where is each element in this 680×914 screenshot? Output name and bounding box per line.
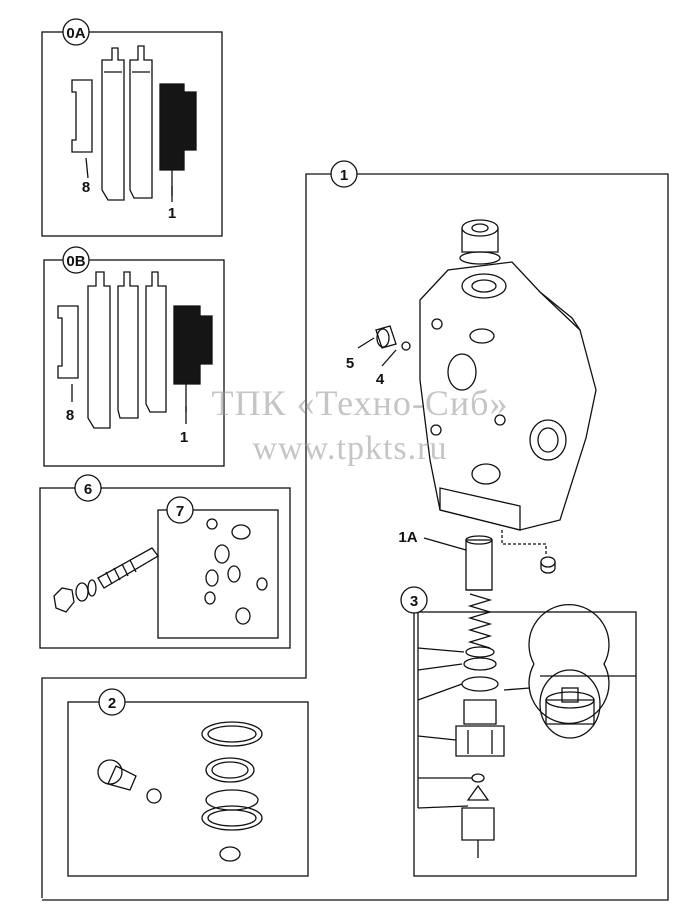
valve-section-body	[419, 261, 597, 531]
label-b-part-1: 1	[180, 429, 188, 446]
kit-3-parts	[455, 646, 505, 858]
solenoid-cartridge-0a	[159, 83, 197, 196]
label-part-5: 5	[346, 355, 354, 372]
o-ring-set-7	[204, 518, 268, 625]
callout-kit-2: 2	[108, 695, 116, 712]
label-part-4: 4	[376, 371, 385, 388]
ball-4	[401, 341, 411, 351]
detail-inset	[503, 603, 636, 739]
callout-kit-0a: 0A	[66, 25, 85, 42]
spool-seals-0a	[101, 45, 153, 201]
callout-valve-1: 1	[340, 167, 348, 184]
callout-kit-6: 6	[84, 481, 92, 498]
callout-kit-0b: 0B	[66, 253, 85, 270]
tie-rod-assembly	[53, 547, 159, 613]
plug-side	[540, 556, 556, 574]
spring	[467, 593, 493, 649]
callout-kit-3: 3	[410, 593, 418, 610]
spool-1a	[465, 535, 493, 591]
label-part-1a: 1A	[398, 529, 417, 546]
panel-kit-7	[157, 509, 279, 639]
panel-kit-0a	[41, 31, 223, 237]
panel-kit-0b	[43, 259, 225, 467]
kit-3-bracket	[413, 611, 637, 877]
callout-circles	[62, 18, 428, 716]
panel-valve-1	[41, 173, 669, 901]
panel-kit-2	[67, 701, 309, 877]
label-b-part-8: 8	[66, 407, 74, 424]
label-a-part-1: 1	[168, 205, 176, 222]
o-ring-set-2	[201, 721, 263, 862]
plug-top	[459, 219, 501, 265]
seal-strip-0b	[57, 305, 79, 379]
callout-kit-7: 7	[176, 503, 184, 520]
seal-strip-0a	[71, 79, 93, 153]
plug-screw-2	[97, 759, 162, 804]
solenoid-cartridge-0b	[173, 305, 213, 412]
adjuster-screw-5	[375, 325, 397, 349]
panel-kit-6	[39, 487, 291, 649]
label-a-part-8: 8	[82, 179, 90, 196]
spool-seals-0b	[87, 271, 167, 429]
